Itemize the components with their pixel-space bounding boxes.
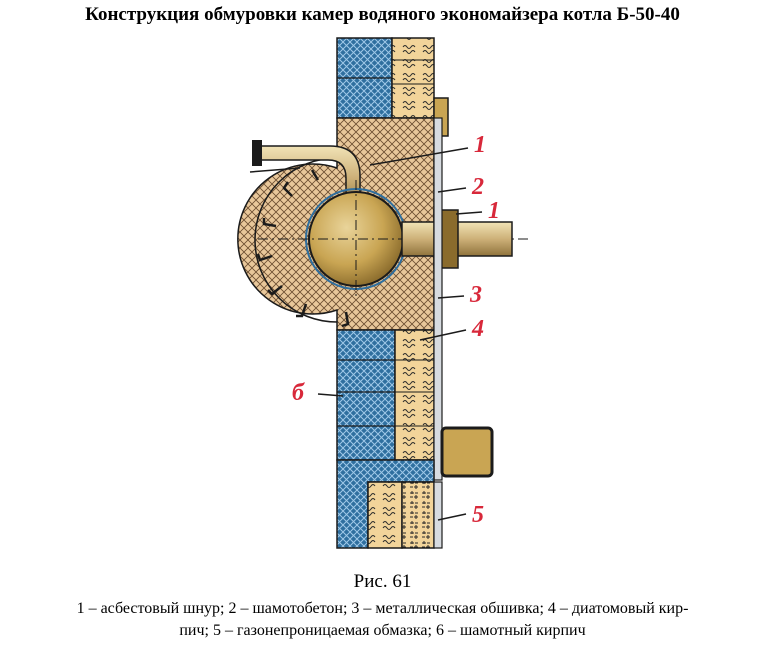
lower-diatom-brick bbox=[367, 481, 403, 549]
callout-2: 2 bbox=[471, 174, 484, 200]
box-beam bbox=[440, 426, 494, 478]
figure-label: Рис. 61 bbox=[353, 571, 412, 592]
caption-line-2: пич; 5 – газонепроницаемая обмазка; 6 – … bbox=[179, 622, 586, 639]
anchor-hooks bbox=[256, 169, 350, 328]
callout-4: 4 bbox=[471, 316, 484, 342]
gas-tight-coating bbox=[401, 481, 435, 549]
callout-1-top: 1 bbox=[474, 132, 486, 158]
concrete-half-ring bbox=[254, 157, 338, 323]
page-title: Конструкция обмуровки камер водяного эко… bbox=[85, 4, 680, 25]
metal-casing bbox=[433, 117, 443, 481]
lower-casing bbox=[433, 481, 443, 549]
callout-1-lower: 1 bbox=[488, 198, 500, 224]
callout-6: б bbox=[292, 380, 305, 406]
callout-5: 5 bbox=[472, 502, 484, 528]
pipe-flange-left bbox=[252, 140, 262, 166]
caption-line-1: 1 – асбестовый шнур; 2 – шамотобетон; 3 … bbox=[76, 600, 689, 617]
leader-lines bbox=[317, 147, 483, 521]
callout-3: 3 bbox=[469, 282, 482, 308]
middle-chamotte-brick bbox=[336, 329, 396, 461]
figure-caption: 1 – асбестовый шнур; 2 – шамотобетон; 3 … bbox=[20, 598, 745, 642]
middle-diatom-brick bbox=[394, 329, 435, 461]
top-diatom-brick bbox=[391, 37, 435, 119]
